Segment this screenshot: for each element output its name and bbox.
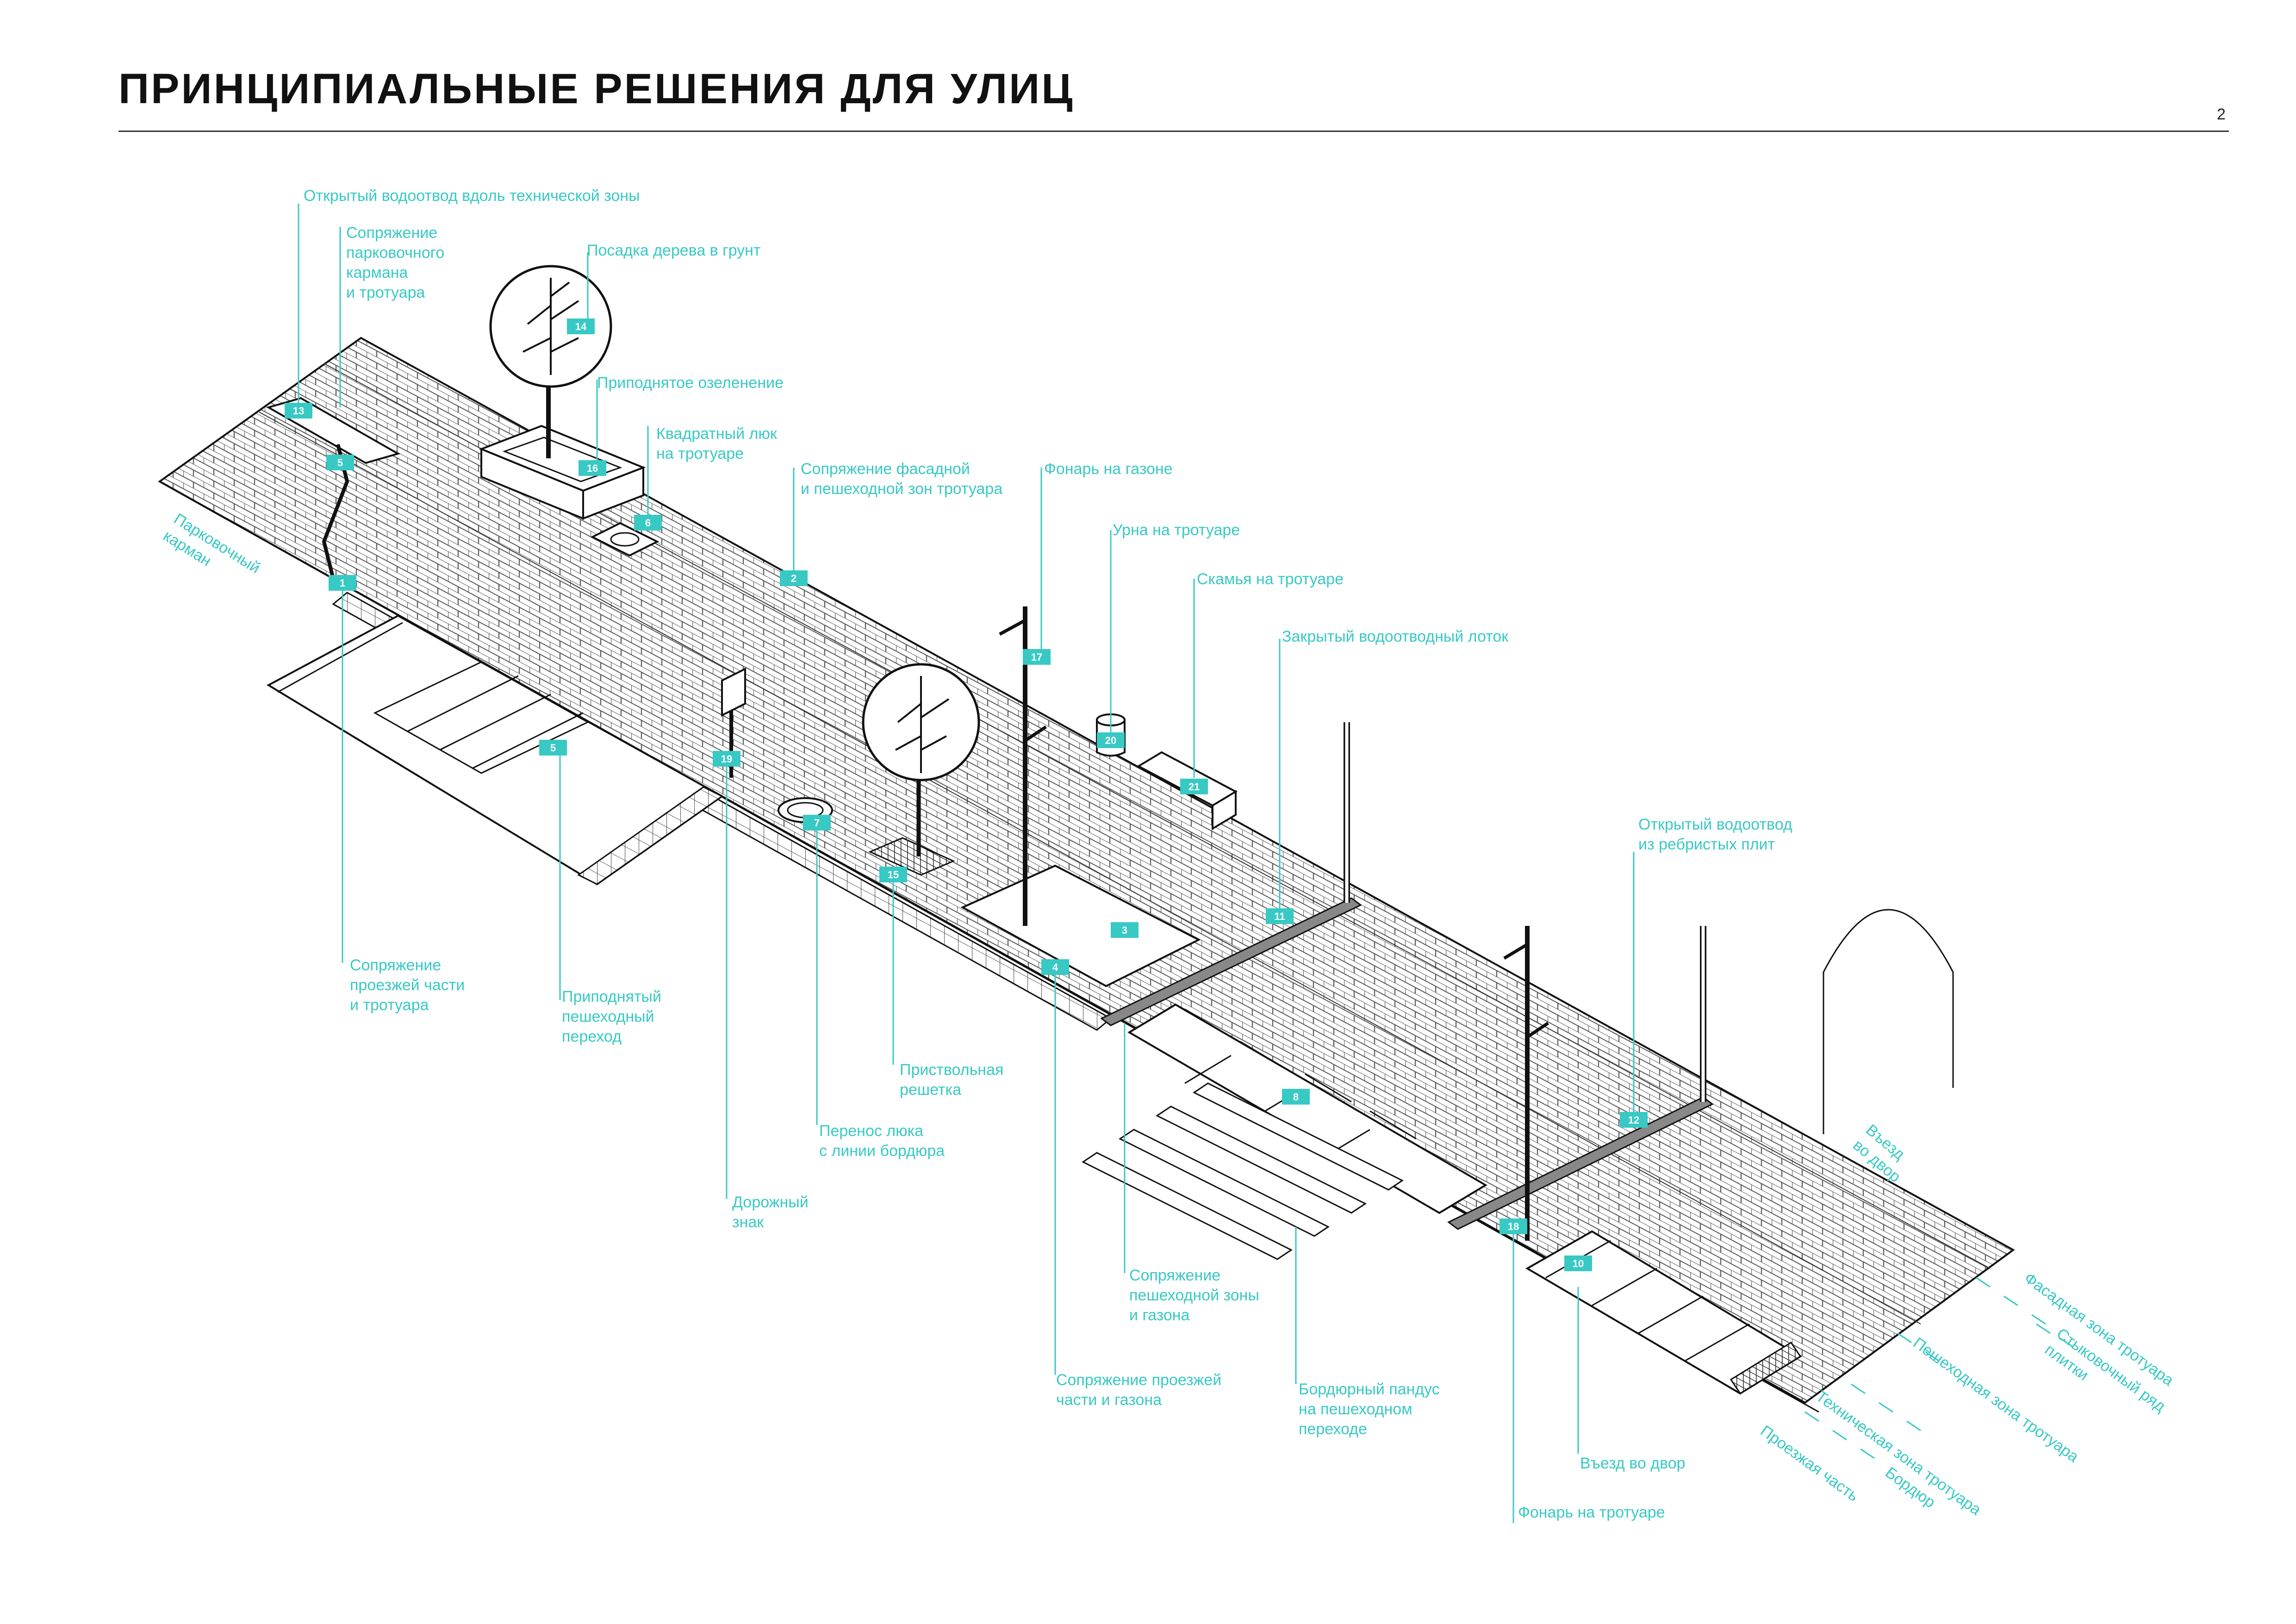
badge-14: 14	[567, 319, 595, 334]
svg-text:21: 21	[1188, 781, 1200, 793]
svg-text:7: 7	[814, 817, 820, 829]
ribbed-drain	[1447, 1096, 1714, 1230]
badge-5b: 5	[539, 740, 567, 756]
page-title: ПРИНЦИПИАЛЬНЫЕ РЕШЕНИЯ ДЛЯ УЛИЦ	[118, 65, 1075, 112]
sidewalk-paving	[158, 337, 2015, 1413]
svg-text:17: 17	[1031, 651, 1042, 663]
badge-21: 21	[1180, 779, 1208, 794]
badge-20: 20	[1097, 732, 1125, 748]
callout-leaders	[298, 204, 1635, 1523]
raised-crossing	[373, 661, 590, 774]
svg-text:8: 8	[1293, 1091, 1299, 1103]
label-lamp-sidewalk: Фонарь на тротуаре	[1518, 1504, 1665, 1521]
svg-text:15: 15	[888, 869, 899, 881]
label-raised-green: Приподнятое озеленение	[597, 374, 784, 392]
badge-10: 10	[1564, 1255, 1592, 1271]
badge-3: 3	[1111, 922, 1139, 938]
label-yard-entry: Въезд во двор	[1580, 1455, 1686, 1472]
svg-text:19: 19	[721, 753, 732, 765]
badge-13: 13	[285, 403, 312, 418]
badge-18: 18	[1500, 1218, 1527, 1234]
svg-text:18: 18	[1508, 1221, 1519, 1232]
label-bin: Урна на тротуаре	[1113, 521, 1240, 539]
badge-12: 12	[1620, 1112, 1648, 1128]
svg-text:5: 5	[550, 742, 556, 754]
badge-2: 2	[780, 570, 808, 586]
closed-drain	[1100, 897, 1362, 1026]
svg-text:10: 10	[1573, 1258, 1584, 1269]
badge-19: 19	[713, 751, 740, 767]
svg-text:1: 1	[340, 577, 345, 589]
label-open-drain-tech: Открытый водоотвод вдоль технической зон…	[304, 187, 640, 205]
badge-15: 15	[879, 867, 907, 882]
badge-1: 1	[329, 575, 356, 591]
svg-text:3: 3	[1122, 924, 1127, 936]
tree-in-planter	[489, 265, 612, 458]
parking-pocket	[266, 614, 724, 886]
svg-text:14: 14	[575, 321, 587, 332]
svg-text:6: 6	[645, 517, 651, 529]
label-closed-drain: Закрытый водоотводный лоток	[1282, 628, 1509, 645]
svg-text:12: 12	[1628, 1114, 1639, 1126]
badge-11: 11	[1266, 908, 1294, 924]
label-bench: Скамья на тротуаре	[1197, 570, 1344, 588]
badge-8: 8	[1282, 1089, 1310, 1105]
svg-text:4: 4	[1052, 962, 1058, 973]
label-tree-ground: Посадка дерева в грунт	[587, 242, 761, 259]
badge-17: 17	[1023, 649, 1051, 665]
square-hatch	[590, 522, 660, 557]
badge-6: 6	[634, 515, 662, 531]
zone-dash-leaders	[1804, 1277, 2074, 1459]
callout-badges: 1 2 3 4 5 5 6 7 8 10 11 12 13 14 15 16 1…	[285, 319, 1648, 1271]
svg-text:5: 5	[337, 457, 343, 468]
yard-archway	[1823, 909, 1954, 1134]
badge-4: 4	[1041, 959, 1069, 975]
zebra-stripes	[1082, 1082, 1404, 1260]
badge-5a: 5	[326, 455, 354, 470]
tree-with-grate	[862, 663, 980, 876]
svg-text:2: 2	[791, 573, 796, 584]
svg-text:16: 16	[587, 462, 598, 474]
label-lamp-lawn: Фонарь на газоне	[1044, 460, 1173, 478]
badge-16: 16	[579, 460, 606, 476]
svg-text:20: 20	[1105, 735, 1116, 746]
svg-text:11: 11	[1274, 911, 1285, 922]
lamp-on-sidewalk	[1503, 926, 1549, 1241]
page-number: 2	[2217, 106, 2226, 123]
badge-7: 7	[803, 815, 831, 831]
svg-text:13: 13	[293, 405, 304, 417]
title-divider	[118, 131, 2229, 132]
